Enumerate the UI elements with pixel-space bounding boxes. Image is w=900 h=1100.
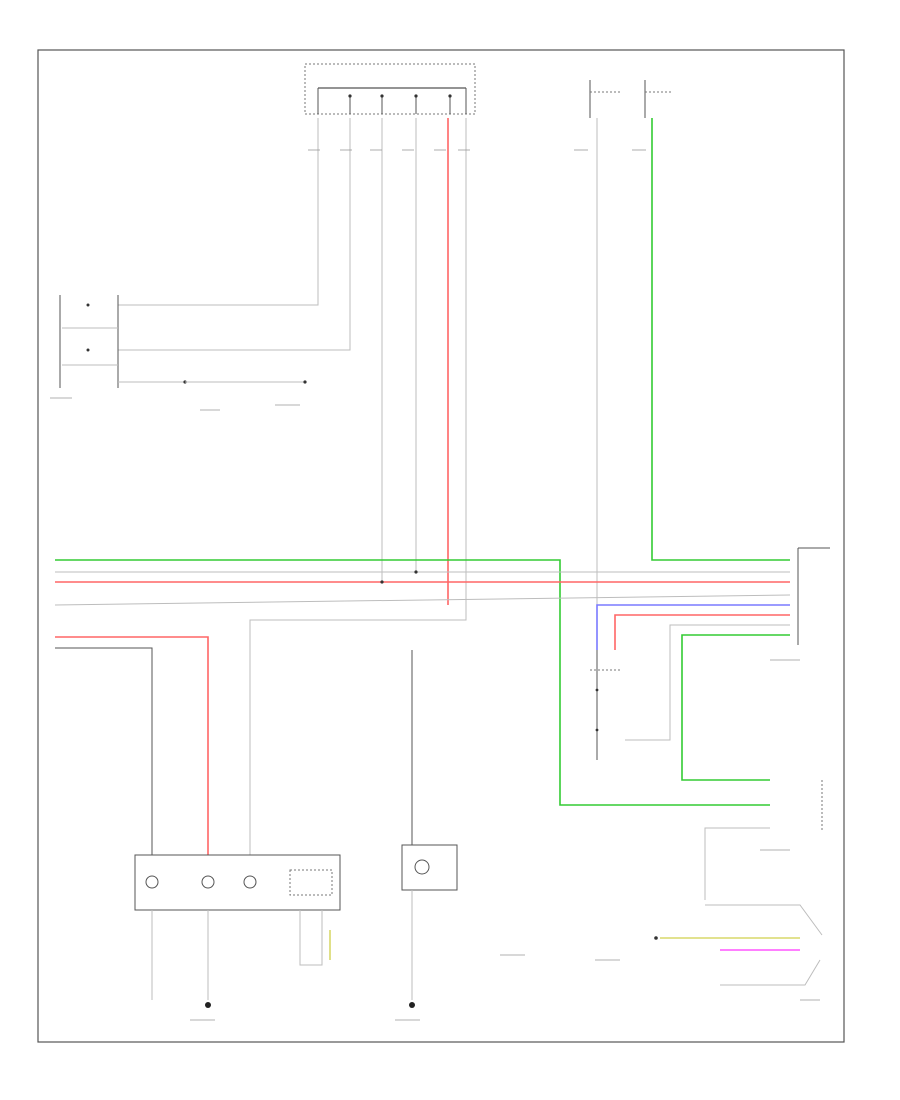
ground-icon xyxy=(205,1002,211,1008)
wire-5 xyxy=(249,118,467,855)
wire-red-lower xyxy=(55,636,209,855)
diagram-frame xyxy=(37,49,845,1043)
license-plate-lamp xyxy=(401,844,458,891)
lower-right-switch xyxy=(654,780,823,986)
junction-connector xyxy=(596,547,830,781)
bus-gray-2 xyxy=(54,594,791,606)
wire-green-top xyxy=(651,118,790,561)
label-placeholders xyxy=(50,149,820,1021)
rear-combination-lamp-lh xyxy=(134,854,341,911)
wire-1 xyxy=(118,118,319,306)
wire-2 xyxy=(118,118,351,351)
ground-icon xyxy=(409,1002,415,1008)
stop-light-switch xyxy=(590,650,620,760)
combination-switch-right xyxy=(589,80,672,118)
bus-green xyxy=(55,559,770,806)
bulb-icon xyxy=(145,875,159,889)
wire-black-lower xyxy=(55,647,153,855)
turn-signal-switch xyxy=(304,63,476,115)
combination-meter-connector xyxy=(59,295,307,388)
